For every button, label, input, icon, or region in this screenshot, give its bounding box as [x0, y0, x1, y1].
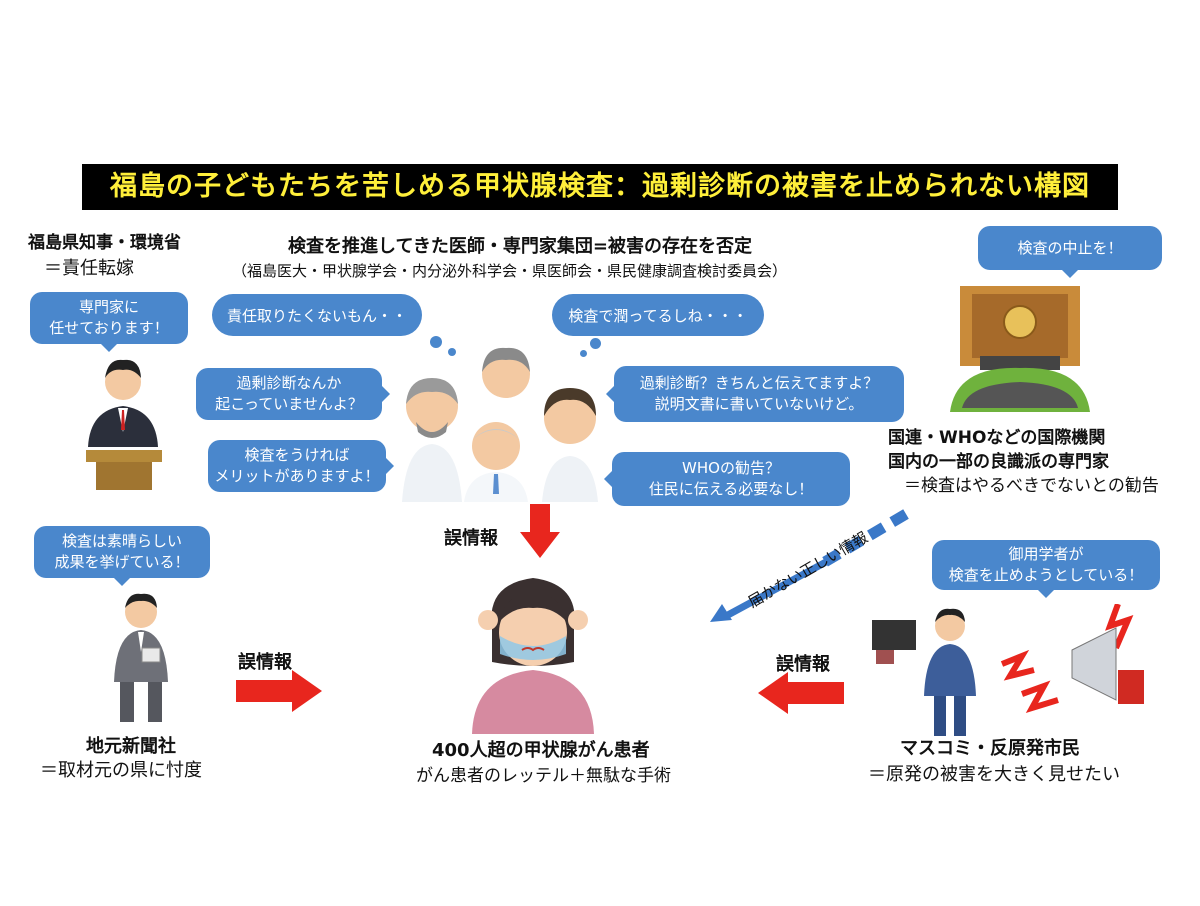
expert-doctors-illustration [402, 347, 598, 502]
thought-cloud-left: 責任取りたくないもん・・ [212, 294, 422, 336]
international-line3: ＝検査はやるべきでないとの勧告 [904, 476, 1159, 496]
expert-speech-4-line1: WHOの勧告？ [682, 459, 780, 477]
media-name: マスコミ・反原発市民 [900, 738, 1080, 759]
newspaper-role: ＝取材元の県に忖度 [40, 760, 202, 781]
thought-dot [590, 338, 601, 349]
thought-dot [580, 350, 587, 357]
media-role: ＝原発の被害を大きく見せたい [868, 764, 1120, 785]
expert-speech-1-line2: 起こっていませんよ？ [215, 395, 363, 413]
governor-speech-bubble: 専門家に 任せております！ [30, 292, 188, 352]
newspaper-speech-line1: 検査は素晴らしい [61, 532, 182, 550]
experts-members: （福島医大・甲状腺学会・内分泌外科学会・県医師会・県民健康調査検討委員会） [232, 262, 788, 280]
reporter-illustration [114, 593, 168, 722]
experts-heading: 検査を推進してきた医師・専門家集団=被害の存在を否定 [288, 236, 752, 257]
international-speech-bubble: 検査の中止を！ [978, 226, 1162, 278]
governor-role: ＝責任転嫁 [44, 258, 134, 279]
expert-speech-3-line1: 過剰診断？きちんと伝えてますよ？ [639, 374, 879, 392]
expert-speech-2-line2: メリットがありますよ！ [214, 467, 380, 485]
governor-name: 福島県知事・環境省 [28, 233, 181, 253]
media-speech-line1: 御用学者が [1008, 545, 1084, 563]
thought-cloud-right: 検査で潤ってるしね・・・ [552, 294, 764, 336]
distressed-patient-illustration [472, 578, 594, 734]
governor-speech-line2: 任せております！ [49, 319, 169, 337]
blocked-correct-info-arrow [710, 509, 909, 622]
expert-speech-bubble-2: 検査をうければ メリットがありますよ！ [208, 440, 394, 492]
misinfo-label-top: 誤情報 [444, 528, 498, 549]
misinfo-arrow-left [758, 672, 844, 714]
thought-dot [448, 348, 456, 356]
expert-speech-4-line2: 住民に伝える必要なし！ [648, 480, 814, 498]
expert-speech-bubble-1: 過剰診断なんか 起こっていませんよ？ [196, 368, 390, 420]
thought-dot [430, 336, 442, 348]
misinfo-label-right: 誤情報 [776, 654, 830, 675]
un-assembly-illustration [950, 286, 1090, 412]
international-line1: 国連・WHOなどの国際機関 [888, 428, 1106, 448]
patient-role: がん患者のレッテル＋無駄な手術 [416, 766, 671, 786]
international-line2: 国内の一部の良識派の専門家 [888, 452, 1109, 472]
newspaper-speech-line2: 成果を挙げている！ [54, 553, 190, 571]
diagram-title: 福島の子どもたちを苦しめる甲状腺検査：過剰診断の被害を止められない構図 [82, 164, 1118, 210]
misinfo-arrow-down [520, 504, 560, 558]
governor-at-podium-illustration [86, 359, 162, 490]
expert-speech-2-line1: 検査をうければ [244, 446, 350, 464]
expert-speech-bubble-3: 過剰診断？きちんと伝えてますよ？ 説明文書に書いていないけど。 [606, 366, 904, 422]
newspaper-name: 地元新聞社 [86, 736, 176, 757]
expert-speech-bubble-4: WHOの勧告？ 住民に伝える必要なし！ [604, 452, 850, 506]
governor-speech-line1: 専門家に [78, 298, 139, 316]
misinfo-arrow-right [236, 670, 322, 712]
expert-speech-3-line2: 説明文書に書いていないけど。 [654, 395, 864, 413]
media-speech-line2: 検査を止めようとしている！ [948, 566, 1144, 584]
newspaper-speech-bubble: 検査は素晴らしい 成果を挙げている！ [34, 526, 210, 586]
patient-name: 400人超の甲状腺がん患者 [432, 740, 650, 761]
expert-speech-1-line1: 過剰診断なんか [236, 374, 342, 392]
media-speech-bubble: 御用学者が 検査を止めようとしている！ [932, 540, 1160, 598]
misinfo-label-left: 誤情報 [238, 652, 292, 673]
media-protest-illustration [872, 604, 1144, 736]
